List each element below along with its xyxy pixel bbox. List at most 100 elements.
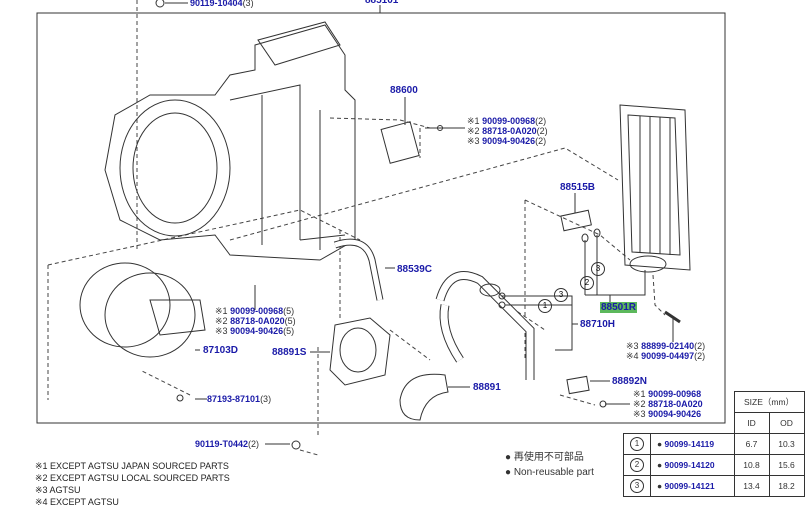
assembly-frame <box>36 12 726 424</box>
part-highlight[interactable]: 88501R <box>600 302 638 313</box>
part-88600[interactable]: 88600 <box>390 85 418 96</box>
part-link[interactable]: 87193-87101 <box>207 394 261 404</box>
callout-line: ※1 90099-00968(2) <box>467 116 548 126</box>
assembly-label[interactable]: 885101 <box>365 0 399 6</box>
id-value: 13.4 <box>733 475 770 497</box>
qty: (2) <box>535 136 547 146</box>
ref-circle: 3 <box>630 479 644 493</box>
blower-cover-illustration <box>310 317 391 386</box>
oring-ref-2: 2 <box>580 276 594 290</box>
bolt-icon <box>155 0 165 8</box>
callout-line: ※1 90099-00968 <box>633 389 703 399</box>
od-value: 18.2 <box>768 475 805 497</box>
note-mark: ※2 <box>467 126 480 136</box>
oring-ref-1: 1 <box>538 299 552 313</box>
qty: (2) <box>535 116 547 126</box>
bracket-illustration <box>566 375 630 408</box>
part-link[interactable]: 90099-00968 <box>230 306 284 316</box>
callout-bottom-bolt: 90119-T0442(2) <box>195 439 259 449</box>
callout-blower: ※1 90099-00968(5) ※2 88718-0A020(5) ※3 9… <box>215 306 296 336</box>
part-link[interactable]: 90099-00968 <box>648 389 702 399</box>
note-mark: ※2 <box>633 399 646 409</box>
part-88515B[interactable]: 88515B <box>560 182 596 193</box>
note-mark: ※1 <box>633 389 646 399</box>
part-link[interactable]: 90094-90426 <box>482 136 536 146</box>
note-mark: ※1 <box>467 116 480 126</box>
blower-motor-illustration <box>79 262 256 402</box>
size-header: SIZE（mm） <box>733 391 805 413</box>
part-link[interactable]: 90119-T0442 <box>195 439 249 449</box>
ref-circle: 2 <box>630 458 644 472</box>
footnote-4: ※4 EXCEPT AGTSU <box>35 497 119 507</box>
callout-88600: ※1 90099-00968(2) ※2 88718-0A020(2) ※3 9… <box>467 116 548 146</box>
part-link[interactable]: 90099-14120 <box>664 460 715 470</box>
qty: (2) <box>694 341 706 351</box>
footnote-2: ※2 EXCEPT AGTSU LOCAL SOURCED PARTS <box>35 473 230 483</box>
id-value: 6.7 <box>733 433 770 455</box>
qty: (2) <box>536 126 548 136</box>
id-value: 10.8 <box>733 454 770 476</box>
part-link[interactable]: 90099-14121 <box>664 481 715 491</box>
oring-ref-3: 3 <box>591 262 605 276</box>
footnote-3: ※3 AGTSU <box>35 485 81 495</box>
part-link[interactable]: 88718-0A020 <box>230 316 285 326</box>
blower-case-illustration <box>104 21 356 261</box>
part-link[interactable]: 88899-02140 <box>641 341 695 351</box>
col-od: OD <box>768 412 805 434</box>
legend-jp-text: 再使用不可部品 <box>513 452 584 463</box>
note-mark: ※3 <box>626 341 639 351</box>
qty: (5) <box>284 316 296 326</box>
qty: (5) <box>283 326 295 336</box>
note-mark: ※3 <box>467 136 480 146</box>
ref-circle: 1 <box>630 437 644 451</box>
part-link[interactable]: 90099-00968 <box>482 116 536 126</box>
note-mark: ※3 <box>215 326 228 336</box>
part-link[interactable]: 90119-10404 <box>190 0 243 8</box>
qty: (2) <box>694 351 706 361</box>
pipe-illustration <box>435 271 578 380</box>
part-87103D[interactable]: 87103D <box>203 345 239 356</box>
qty: (2) <box>248 439 260 449</box>
part-link[interactable]: 88718-0A020 <box>482 126 537 136</box>
footnote-1: ※1 EXCEPT AGTSU JAPAN SOURCED PARTS <box>35 461 229 471</box>
expansion-valve-illustration <box>560 193 592 232</box>
note-mark: ※1 <box>215 306 228 316</box>
oring-ref-3: 3 <box>554 288 568 302</box>
legend-en-text: Non-reusable part <box>513 467 594 478</box>
part-link[interactable]: 88718-0A020 <box>648 399 703 409</box>
part-link[interactable]: 90099-14119 <box>664 439 715 449</box>
callout-line: ※1 90099-00968(5) <box>215 306 296 316</box>
part-88891[interactable]: 88891 <box>473 382 501 393</box>
qty: (3) <box>242 0 254 8</box>
part-88710H[interactable]: 88710H <box>580 319 616 330</box>
od-value: 15.6 <box>768 454 805 476</box>
callout-line: ※4 90099-04497(2) <box>626 351 705 361</box>
callout-line: ※2 88718-0A020(5) <box>215 316 296 326</box>
part-88539C[interactable]: 88539C <box>397 264 433 275</box>
evaporator-illustration <box>581 104 691 342</box>
callout-top-bolt[interactable]: 90119-10404(3) <box>190 0 254 8</box>
od-value: 10.3 <box>768 433 805 455</box>
part-link[interactable]: 90099-04497 <box>641 351 695 361</box>
callout-line: ※3 90094-90426(5) <box>215 326 296 336</box>
note-mark: ※2 <box>215 316 228 326</box>
bolt-icon <box>291 440 301 450</box>
resistor-illustration <box>380 97 465 164</box>
callout-line: ※3 88899-02140(2) <box>626 341 705 351</box>
callout-line: ※2 88718-0A020 <box>633 399 703 409</box>
part-link[interactable]: 90094-90426 <box>230 326 284 336</box>
callout-blower-screw: 87193-87101(3) <box>207 394 271 404</box>
part-88891S[interactable]: 88891S <box>272 347 307 358</box>
callout-line: ※2 88718-0A020(2) <box>467 126 548 136</box>
part-88501R[interactable]: 88501R <box>600 302 638 313</box>
legend-jp: ● 再使用不可部品 <box>505 452 584 463</box>
legend-en: ● Non-reusable part <box>505 467 594 478</box>
note-mark: ※4 <box>626 351 639 361</box>
part-88892N[interactable]: 88892N <box>612 376 648 387</box>
callout-evaporator: ※3 88899-02140(2) ※4 90099-04497(2) <box>626 341 705 361</box>
